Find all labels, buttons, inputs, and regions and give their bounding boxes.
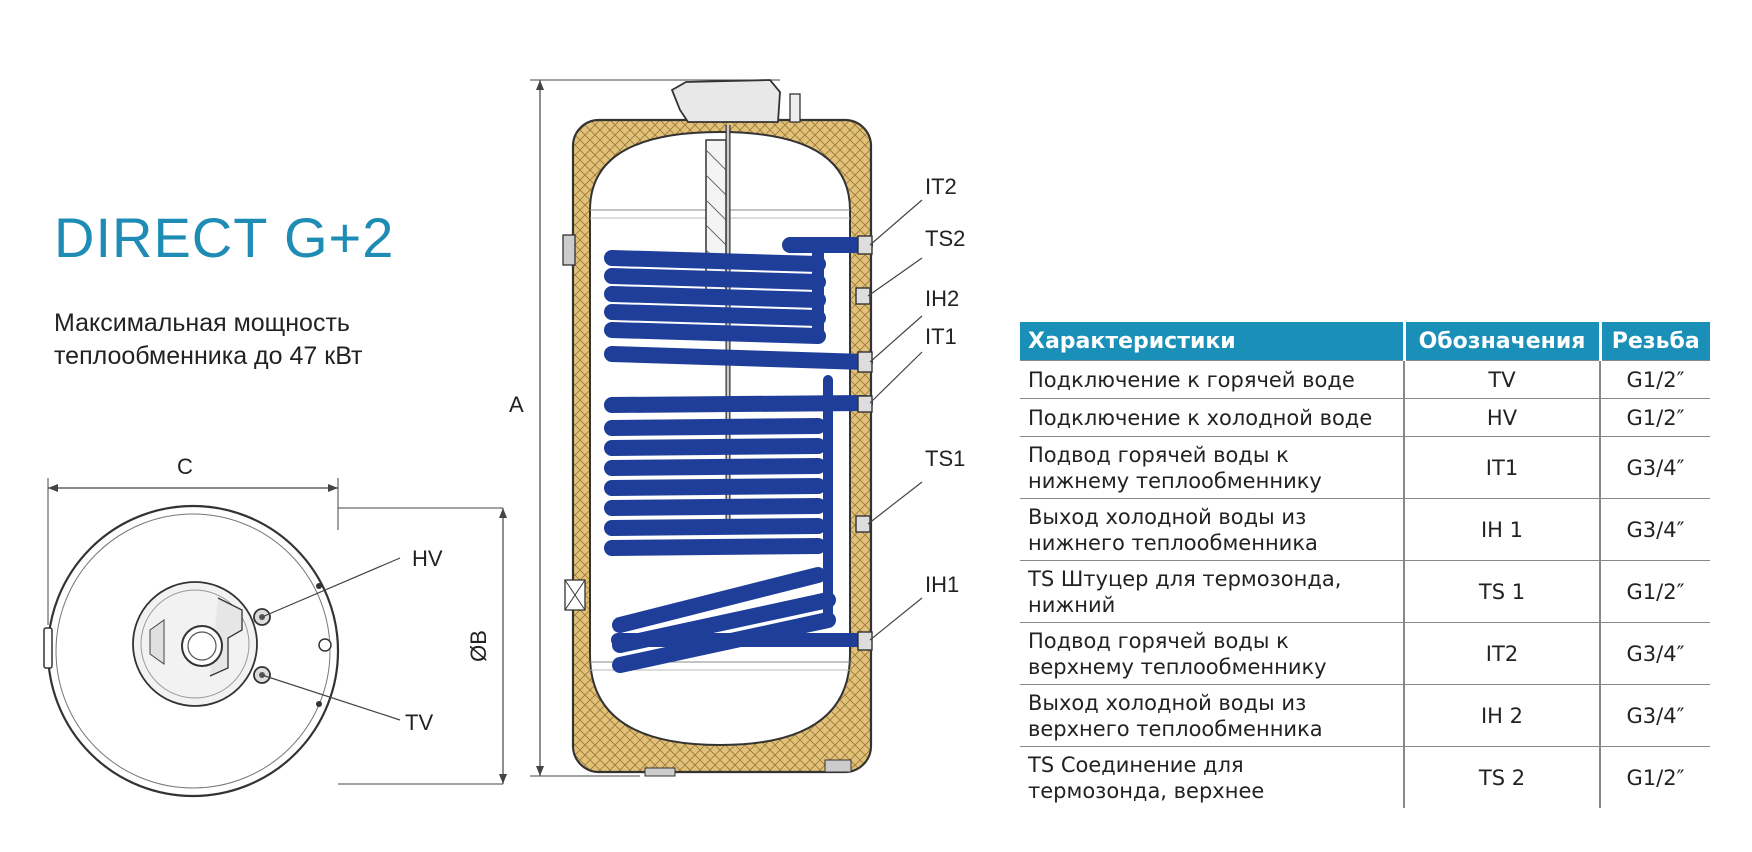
ts1-label: TS1 [925, 446, 965, 471]
row-code: IT1 [1403, 436, 1600, 499]
row-thread: G3/4″ [1599, 436, 1710, 499]
row-thread: G1/2″ [1599, 560, 1710, 623]
row-thread: G3/4″ [1599, 498, 1710, 561]
row-thread: G3/4″ [1599, 684, 1710, 747]
product-subtitle: Максимальная мощность теплообменника до … [54, 307, 362, 373]
header-characteristics: Характеристики [1020, 322, 1404, 361]
row-description: Подключение к горячей воде [1020, 360, 1404, 399]
it1-label: IT1 [925, 324, 957, 349]
upper-coil [604, 237, 873, 370]
table-row: TS Штуцер для термозонда,нижний TS 1 G1/… [1020, 560, 1710, 623]
it2-label: IT2 [925, 174, 957, 199]
row-description: TS Штуцер для термозонда,нижний [1020, 560, 1404, 623]
top-cover [670, 79, 781, 123]
row-code: IH 1 [1403, 498, 1600, 561]
row-description: Подключение к холодной воде [1020, 398, 1404, 437]
row-code: HV [1403, 398, 1600, 437]
ih2-label: IH2 [925, 286, 959, 311]
spec-header-row: Характеристики Обозначения Резьба [1020, 322, 1710, 361]
side-view: A [509, 79, 965, 777]
side-leader-lines [867, 199, 923, 641]
row-thread: G1/2″ [1599, 746, 1710, 808]
row-thread: G1/2″ [1599, 398, 1710, 437]
table-row: Подключение к холодной воде HV G1/2″ [1020, 398, 1710, 437]
row-thread: G3/4″ [1599, 622, 1710, 685]
row-thread: G1/2″ [1599, 360, 1710, 399]
table-row: Подключение к горячей воде TV G1/2″ [1020, 360, 1710, 399]
row-code: IT2 [1403, 622, 1600, 685]
row-code: TS 1 [1403, 560, 1600, 623]
dim-a-label: A [509, 392, 524, 417]
lower-coil [604, 375, 873, 673]
ih1-label: IH1 [925, 572, 959, 597]
spec-table: Характеристики Обозначения Резьба Подклю… [1020, 322, 1710, 808]
header-thread: Резьба [1598, 322, 1710, 361]
ts2-label: TS2 [925, 226, 965, 251]
dim-c-label: C [177, 454, 193, 479]
product-title: DIRECT G+2 [54, 206, 395, 269]
row-code: TS 2 [1403, 746, 1600, 808]
row-code: TV [1403, 360, 1600, 399]
top-view: C HV TV ØB [43, 454, 507, 798]
subtitle-line-2: теплообменника до 47 кВт [54, 342, 363, 370]
subtitle-line-1: Максимальная мощность [54, 309, 350, 337]
tv-label: TV [405, 710, 433, 735]
row-code: IH 2 [1403, 684, 1600, 747]
hv-label: HV [412, 546, 443, 571]
dim-b-label: ØB [466, 630, 491, 662]
side-fittings [855, 235, 873, 651]
header-designations: Обозначения [1402, 322, 1600, 361]
